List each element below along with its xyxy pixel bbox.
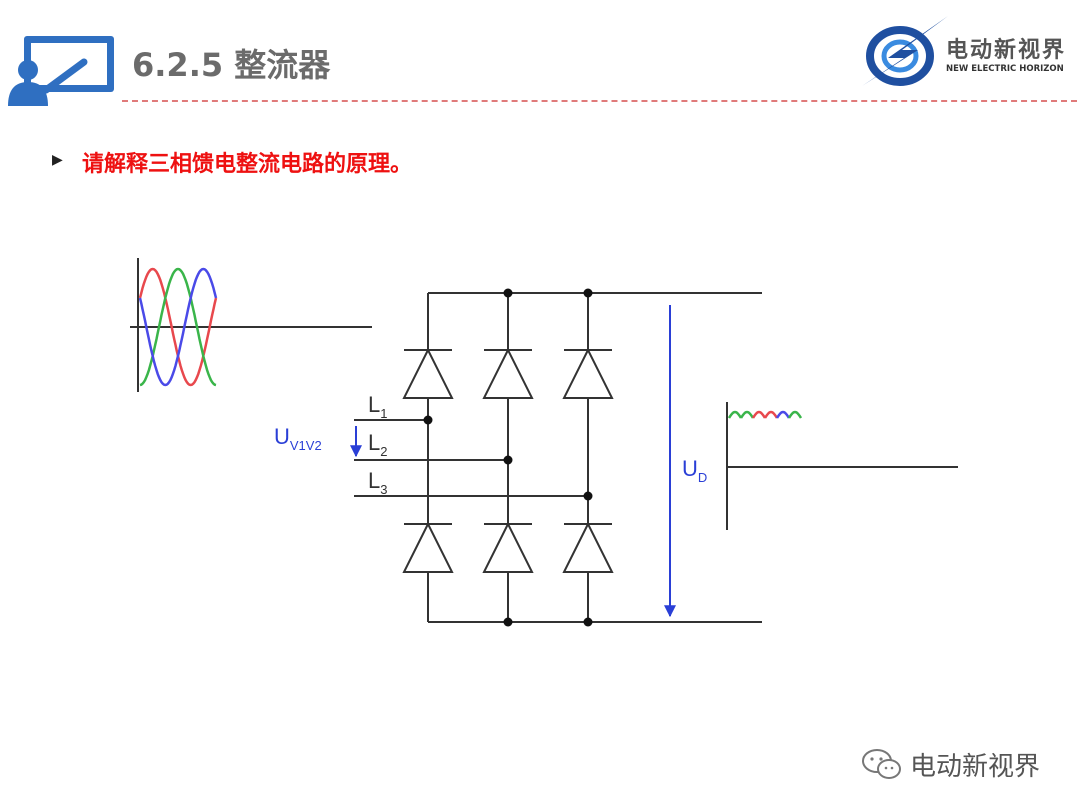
presenter-icon [8,36,114,106]
diode-upper-3 [562,347,614,399]
diode-array [402,347,614,573]
wechat-icon [862,749,901,779]
dc-output-ripple-plot [726,402,958,530]
brand-name-en: NEW ELECTRIC HORIZON [946,64,1064,74]
ripple-hump [775,410,791,419]
watermark-text: 电动新视界 [910,752,1041,782]
diode-lower-3 [562,521,614,573]
three-phase-waveform [130,258,372,392]
diode-lower-1 [402,521,454,573]
junction-dots [423,288,593,627]
diode-upper-2 [482,347,534,399]
label-ud: UD [682,456,707,485]
ripple-hump [727,410,743,419]
ripple-hump [739,410,755,419]
label-l2: L2 [368,430,387,459]
phase-3-wave [138,267,218,387]
label-l1: L1 [368,392,387,421]
diode-lower-2 [482,521,534,573]
title-divider [122,100,1077,102]
ripple-hump [751,410,767,419]
brand-name-cn: 电动新视界 [946,38,1067,63]
label-l3: L3 [368,468,387,497]
diode-upper-1 [402,347,454,399]
ripple-waveform [727,410,803,419]
bullet-triangle-icon: ▶ [52,152,63,168]
ripple-hump [787,410,803,419]
ripple-hump [763,410,779,419]
brand-logo-icon [862,16,948,86]
label-uv1v2: UV1V2 [274,424,322,453]
question-text: 请解释三相馈电整流电路的原理。 [82,152,413,177]
slide-title: 6.2.5 整流器 [132,46,331,84]
